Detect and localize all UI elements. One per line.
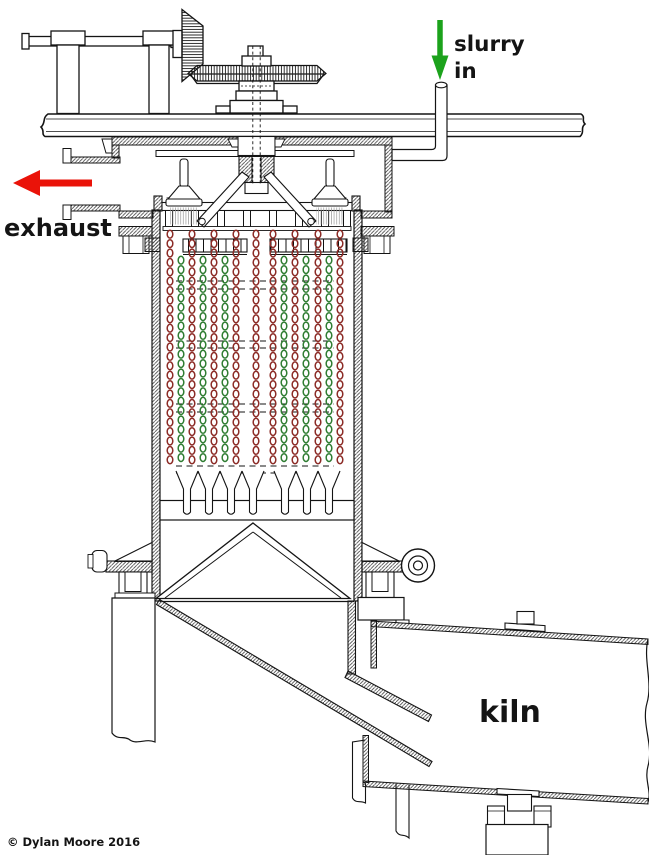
exhaust-duct [62,148,121,220]
inner-chain-frame-right [269,238,348,253]
chain-curtain [166,229,344,465]
spray-mist-right [316,207,344,225]
discharge-spouts [175,470,341,515]
motor-pedestal-left [50,30,86,115]
slurry-in-label-line1: slurry [454,32,525,57]
spray-nozzle-left [165,158,203,225]
carrier-strut-right [263,171,317,228]
rotary-seal-right [352,226,395,254]
support-column-left [111,597,156,743]
support-roller-left [87,541,156,601]
spray-mist-left [170,207,198,225]
shaft-collar [237,135,276,157]
kiln-tyre-top [504,610,546,633]
bevel-pinion-gear [181,8,204,83]
discharge-chute [155,598,433,768]
tower-wall-left [151,209,161,602]
slurry-in-arrow-icon [431,20,449,80]
gearbox-base-plate [215,99,298,114]
kiln-label: kiln [479,695,541,730]
inner-chain-frame-left [182,238,248,253]
support-beam [39,113,587,138]
support-column-mid [351,739,367,804]
lower-housing [154,522,354,603]
copyright-text: © Dylan Moore 2016 [7,835,140,849]
carrier-strut-left [196,171,250,228]
tower-wall-right [353,209,363,602]
kiln-body [362,610,649,855]
spray-nozzle-right [311,158,349,225]
preheater-tower [151,195,363,602]
support-columns [111,597,410,840]
crown-gear [187,64,327,82]
exhaust-label: exhaust [4,214,112,242]
chamber-wall-right [384,144,393,213]
support-roller-right [357,541,436,621]
exhaust-arrow-icon [13,170,92,196]
gear-hub [235,45,278,102]
upper-chamber [62,135,395,254]
rotary-seal-left [118,226,161,254]
motor-pedestal-right [142,30,175,115]
kiln-break-edge [644,638,649,803]
drive-shaft-centerline [252,46,261,184]
deflector-cone [154,522,352,600]
trunnion-knob-left [91,549,108,573]
slurry-in-label-line2: in [454,59,477,84]
kiln-support-roller [485,787,552,855]
drive-assembly [21,8,327,115]
